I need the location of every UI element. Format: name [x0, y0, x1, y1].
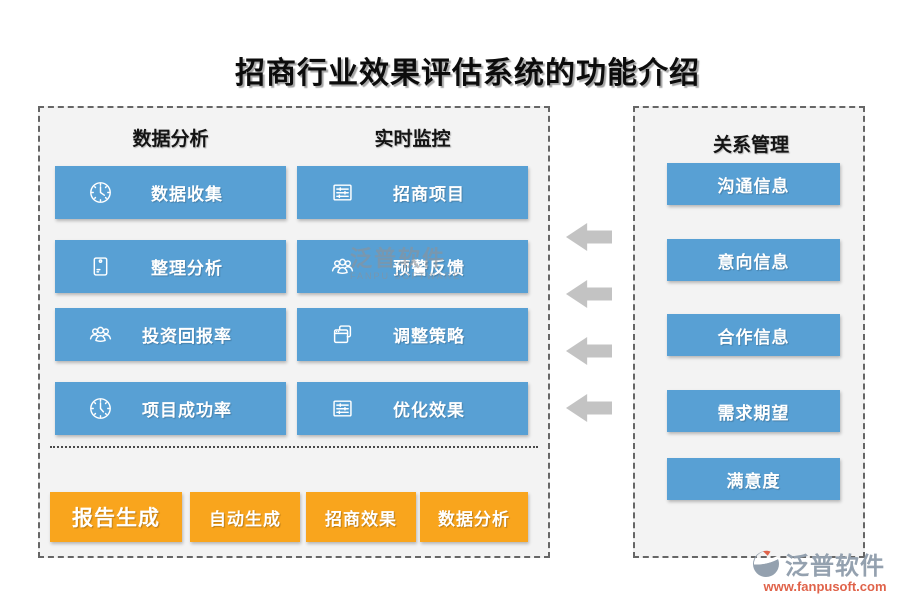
button-organize-analysis[interactable]: 整理分析	[55, 240, 286, 293]
arrow-left-icon	[566, 223, 612, 251]
button-report-generation[interactable]: 报告生成	[50, 492, 182, 542]
checklist-icon	[329, 395, 356, 422]
brand-logo: 泛普软件 www.fanpusoft.com	[750, 546, 900, 594]
column-header-realtime-monitoring: 实时监控	[374, 129, 451, 150]
arrow-left-icon	[566, 280, 612, 308]
copy-windows-icon	[329, 321, 356, 348]
button-label: 优化效果	[393, 401, 465, 420]
button-label: 调整策略	[393, 327, 465, 346]
clock-icon	[87, 179, 114, 206]
button-demand-expectation[interactable]: 需求期望	[667, 390, 840, 432]
checklist-icon	[329, 179, 356, 206]
button-label: 项目成功率	[142, 401, 232, 420]
button-adjust-strategy[interactable]: 调整策略	[297, 308, 528, 361]
brand-name: 泛普软件	[785, 554, 885, 580]
brand-url: www.fanpusoft.com	[763, 579, 887, 594]
button-investment-projects[interactable]: 招商项目	[297, 166, 528, 219]
button-label: 数据收集	[151, 185, 223, 204]
panel-header-relationship-management: 关系管理	[712, 135, 789, 156]
document-bag-icon	[87, 253, 114, 280]
relationship-management-panel: 关系管理 沟通信息 意向信息 合作信息 需求期望 满意度	[633, 106, 865, 558]
button-project-success-rate[interactable]: 项目成功率	[55, 382, 286, 435]
users-icon	[87, 321, 114, 348]
button-optimize-effect[interactable]: 优化效果	[297, 382, 528, 435]
fanpu-logo-icon	[750, 548, 782, 580]
clock-icon	[87, 395, 114, 422]
arrow-left-icon	[566, 337, 612, 365]
column-header-data-analysis: 数据分析	[132, 129, 209, 150]
button-label: 整理分析	[151, 259, 223, 278]
button-satisfaction[interactable]: 满意度	[667, 458, 840, 500]
button-intention-info[interactable]: 意向信息	[667, 239, 840, 281]
users-icon	[329, 253, 356, 280]
button-data-collection[interactable]: 数据收集	[55, 166, 286, 219]
button-investment-effect[interactable]: 招商效果	[306, 492, 416, 542]
button-label: 投资回报率	[142, 327, 232, 346]
data-analysis-monitoring-panel: 数据分析 实时监控 数据收集 整理分析 投资回报率 项目成功率	[38, 106, 550, 558]
button-roi[interactable]: 投资回报率	[55, 308, 286, 361]
button-label: 招商项目	[393, 185, 465, 204]
button-data-analysis[interactable]: 数据分析	[420, 492, 528, 542]
button-label: 预警反馈	[393, 259, 465, 278]
dotted-divider	[50, 446, 538, 448]
arrow-left-icon	[566, 394, 612, 422]
button-auto-generate[interactable]: 自动生成	[190, 492, 300, 542]
button-warning-feedback[interactable]: 预警反馈	[297, 240, 528, 293]
button-cooperation-info[interactable]: 合作信息	[667, 314, 840, 356]
button-communication-info[interactable]: 沟通信息	[667, 163, 840, 205]
page-title: 招商行业效果评估系统的功能介绍	[235, 57, 700, 90]
